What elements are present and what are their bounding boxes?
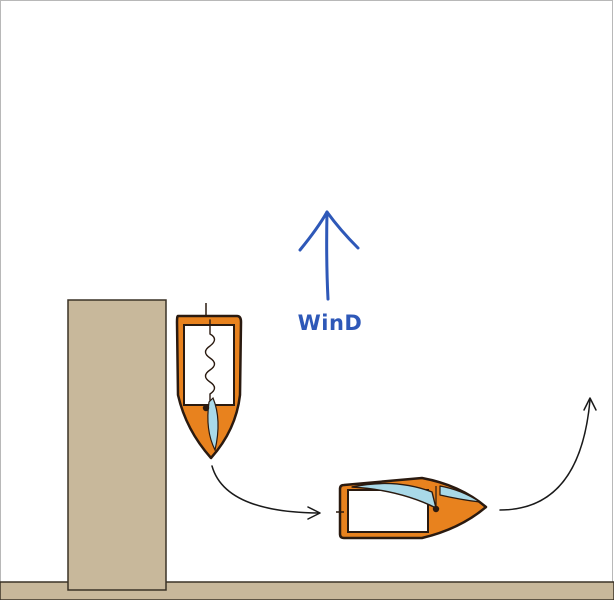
path-exit-upwind — [499, 399, 591, 511]
boat-under-way-mast-base — [432, 505, 440, 513]
path-dock-to-turn — [211, 465, 319, 514]
boat-at-dock-furled-sail — [204, 319, 216, 406]
boat-at-dock-cockpit — [183, 324, 235, 406]
path-exit-upwind-head — [583, 397, 597, 411]
boat-at-dock — [175, 303, 243, 460]
boat-under-way-mainsail — [351, 482, 437, 509]
boat-under-way-jib — [439, 485, 481, 503]
path-dock-to-turn-head — [307, 506, 321, 520]
dock-pier — [67, 299, 167, 591]
departure-path — [211, 397, 597, 520]
boat-under-way — [336, 476, 488, 540]
boat-at-dock-jib — [207, 396, 219, 452]
wind-arrow: WinD — [298, 210, 363, 335]
dock — [0, 299, 614, 600]
wind-arrow-shaft — [325, 210, 330, 301]
wind-arrow-head — [298, 210, 360, 252]
wind-label: WinD — [298, 311, 363, 335]
boat-at-dock-mast-base — [202, 404, 210, 412]
